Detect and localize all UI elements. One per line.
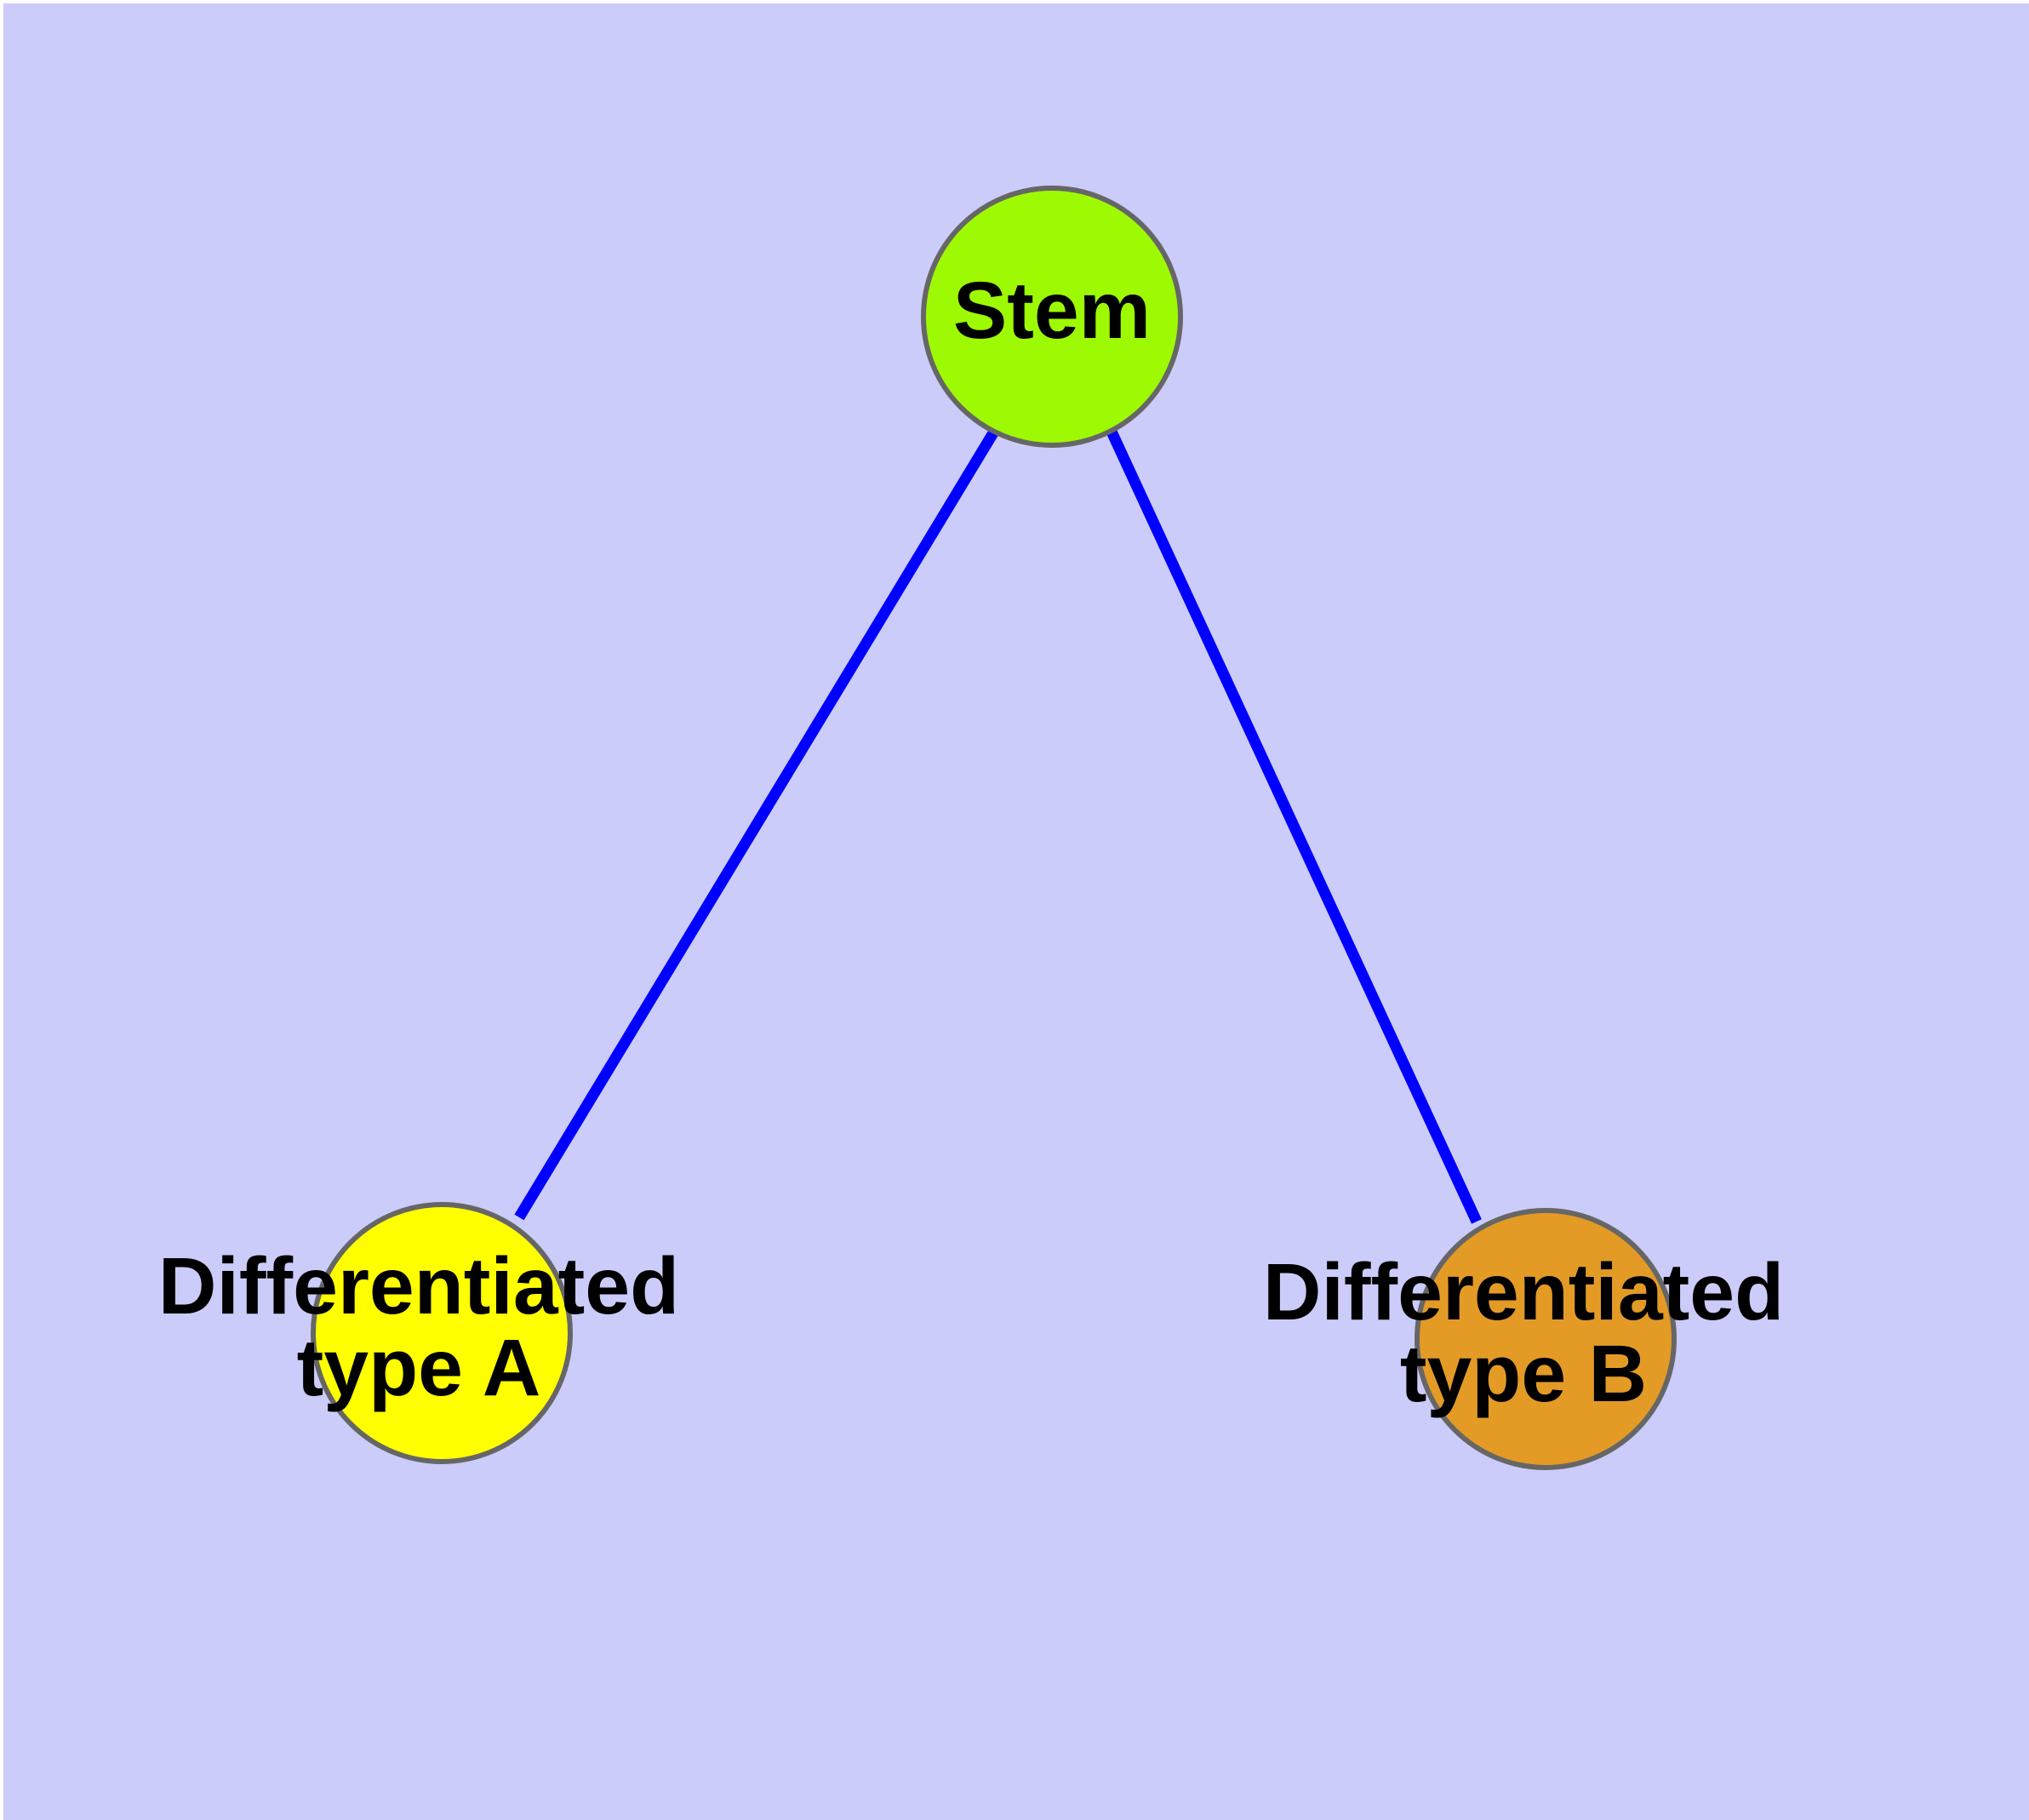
node-differentiated-type-b[interactable] [1415, 1208, 1677, 1470]
node-label-stem: Stem [953, 266, 1151, 356]
node-stem[interactable] [921, 186, 1183, 448]
edge-stem-to-differentiated-b[interactable] [1106, 429, 1482, 1224]
edges-group [514, 428, 1482, 1224]
node-differentiated-type-a[interactable] [311, 1202, 573, 1464]
edge-stem-to-differentiated-a[interactable] [514, 428, 999, 1221]
nodes-group [311, 186, 1677, 1470]
